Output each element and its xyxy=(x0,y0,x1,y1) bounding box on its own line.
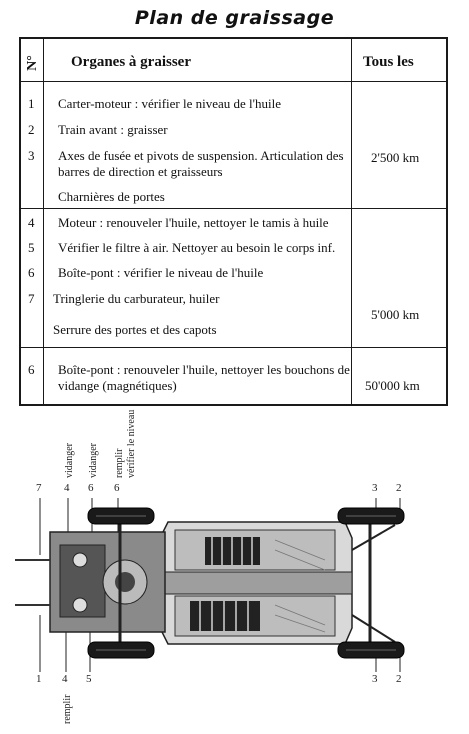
callout-number: 2 xyxy=(396,482,402,494)
page-title: Plan de graissage xyxy=(134,7,335,29)
row-number: 6 xyxy=(28,362,35,377)
row-divider xyxy=(21,208,446,209)
row-text: Tringlerie du carburateur, huiler xyxy=(53,291,220,306)
row-divider xyxy=(21,347,446,348)
row-number: 1 xyxy=(28,96,35,111)
callout-number: 2 xyxy=(396,673,402,685)
row-text: Moteur : renouveler l'huile, nettoyer le… xyxy=(58,215,329,230)
row-number: 6 xyxy=(28,265,35,280)
chassis-illustration xyxy=(15,498,405,672)
row-text: Axes de fusée et pivots de suspension. A… xyxy=(58,148,344,179)
chassis-diagram: 7 4 vidanger 6 vidanger 6 remplir vérifi… xyxy=(0,410,469,729)
callout-text: remplir xyxy=(114,448,125,478)
interval-km: 50'000 km xyxy=(365,378,420,393)
interval-km: 2'500 km xyxy=(371,150,420,165)
header-number: N° xyxy=(25,55,40,71)
interval-km: 5'000 km xyxy=(371,307,420,322)
row-text: Boîte-pont : renouveler l'huile, nettoye… xyxy=(58,362,350,393)
row-text: Charnières de portes xyxy=(58,189,165,204)
row-number: 7 xyxy=(28,291,35,306)
column-divider xyxy=(43,39,44,404)
callout-number: 3 xyxy=(372,482,378,494)
lubrication-table: N° Organes à graisser Tous les 1 Carter-… xyxy=(19,37,448,406)
row-number: 5 xyxy=(28,240,35,255)
callout-number: 1 xyxy=(36,673,42,685)
row-text: Carter-moteur : vérifier le niveau de l'… xyxy=(58,96,281,111)
row-divider xyxy=(21,81,446,82)
callout-number: 5 xyxy=(86,673,92,685)
callout-number: 6 xyxy=(114,482,120,494)
callout-number: 3 xyxy=(372,673,378,685)
row-text: Serrure des portes et des capots xyxy=(53,322,217,337)
callout-text: vérifier le niveau xyxy=(126,409,137,478)
row-text: Boîte-pont : vérifier le niveau de l'hui… xyxy=(58,265,264,280)
column-divider xyxy=(351,39,352,404)
callout-number: 4 xyxy=(62,673,68,685)
callout-text: vidanger xyxy=(88,443,99,478)
row-number: 3 xyxy=(28,148,35,163)
callout-number: 6 xyxy=(88,482,94,494)
header-tous-les: Tous les xyxy=(363,54,414,70)
row-text: Train avant : graisser xyxy=(58,122,168,137)
callout-number: 7 xyxy=(36,482,42,494)
callout-text: remplir xyxy=(62,694,73,724)
callout-number: 4 xyxy=(64,482,70,494)
row-text: Vérifier le filtre à air. Nettoyer au be… xyxy=(58,240,336,255)
header-organes: Organes à graisser xyxy=(71,54,191,70)
callout-text: vidanger xyxy=(64,443,75,478)
row-number: 4 xyxy=(28,215,35,230)
row-number: 2 xyxy=(28,122,35,137)
